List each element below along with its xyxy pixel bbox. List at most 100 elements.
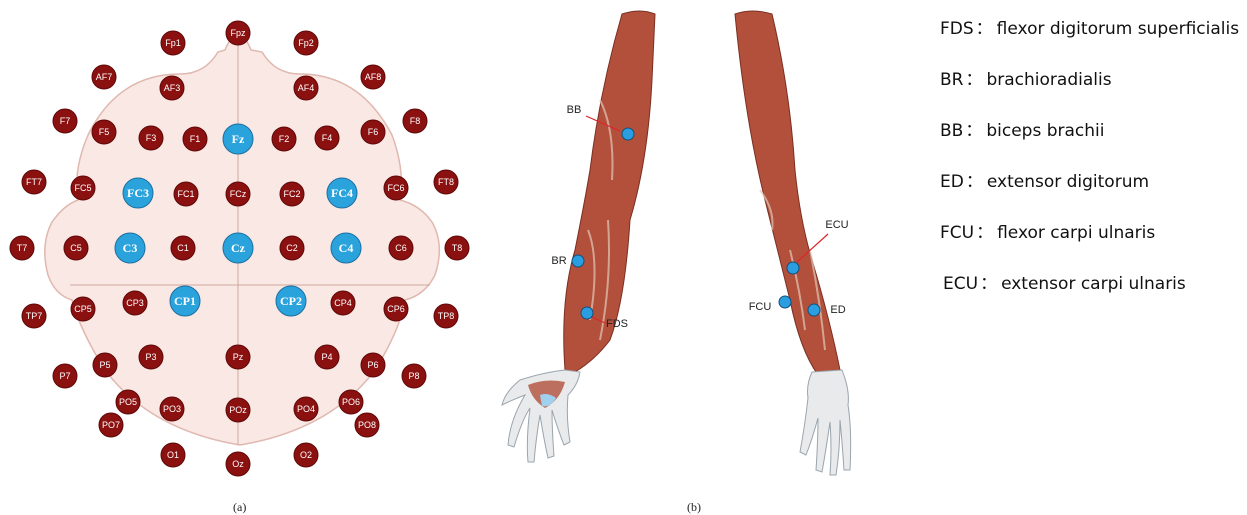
electrode-cp4: CP4 (331, 291, 355, 315)
electrode-ft7: FT7 (22, 170, 46, 194)
muscle-label: BB (567, 104, 582, 116)
electrode-label: POz (229, 405, 247, 415)
electrode-f3: F3 (139, 126, 163, 150)
electrode-label: FC6 (387, 183, 404, 193)
electrode-po7: PO7 (99, 413, 123, 437)
electrode-label: P5 (99, 360, 110, 370)
electrode-t8: T8 (445, 236, 469, 260)
legend-abbr: ED (940, 172, 964, 192)
electrode-label: AF4 (298, 83, 315, 93)
left-arm-illustration (502, 11, 655, 462)
legend-item-ed: ED：extensor digitorum (940, 167, 1245, 218)
electrode-label: AF8 (365, 72, 382, 82)
electrode-p3: P3 (139, 345, 163, 369)
muscle-label: FDS (606, 318, 628, 330)
electrode-label: O2 (300, 450, 312, 460)
electrode-c1: C1 (171, 236, 195, 260)
electrode-label: F4 (322, 133, 333, 143)
electrode-label: FC2 (283, 189, 300, 199)
electrode-label: CP4 (334, 298, 352, 308)
electrode-label: TP8 (438, 311, 455, 321)
muscle-dot (622, 128, 634, 140)
muscle-label: ED (830, 304, 845, 316)
electrode-label: PO6 (342, 397, 360, 407)
electrode-c3: C3 (115, 233, 145, 263)
electrode-c6: C6 (389, 236, 413, 260)
legend-abbr: FDS (940, 19, 974, 39)
electrode-o1: O1 (161, 443, 185, 467)
electrode-fc3: FC3 (123, 178, 153, 208)
electrode-label: TP7 (26, 311, 43, 321)
muscle-label: BR (551, 255, 566, 267)
muscle-dot (581, 307, 593, 319)
electrode-p5: P5 (93, 353, 117, 377)
muscle-dot (787, 262, 799, 274)
legend-name: extensor carpi ulnaris (1001, 274, 1186, 294)
electrode-oz: Oz (226, 452, 250, 476)
electrode-label: PO7 (102, 420, 120, 430)
electrode-f8: F8 (403, 109, 427, 133)
electrode-cp5: CP5 (71, 297, 95, 321)
electrode-fz: Fz (223, 124, 253, 154)
legend-name: flexor carpi ulnaris (997, 223, 1155, 243)
electrode-po6: PO6 (339, 390, 363, 414)
legend-separator: ： (964, 172, 987, 192)
legend-item-bb: BB：biceps brachii (940, 116, 1245, 167)
panel-label-b: (b) (687, 500, 701, 515)
electrode-label: CP2 (280, 294, 302, 308)
electrode-t7: T7 (10, 236, 34, 260)
electrode-po5: PO5 (116, 390, 140, 414)
electrode-label: CP3 (126, 298, 144, 308)
electrode-poz: POz (226, 398, 250, 422)
electrode-f4: F4 (315, 126, 339, 150)
electrode-p4: P4 (315, 345, 339, 369)
electrode-f2: F2 (272, 127, 296, 151)
electrode-label: PO4 (297, 404, 315, 414)
electrode-label: PO5 (119, 397, 137, 407)
electrode-label: T8 (452, 243, 463, 253)
electrode-fc5: FC5 (71, 176, 95, 200)
electrode-label: C6 (395, 243, 407, 253)
electrode-label: AF3 (164, 83, 181, 93)
legend-separator: ： (974, 223, 997, 243)
electrode-fc2: FC2 (280, 182, 304, 206)
electrode-label: F2 (279, 134, 290, 144)
legend-name: brachioradialis (986, 70, 1111, 90)
muscle-marker-br: BR (551, 255, 584, 267)
electrode-cp1: CP1 (170, 286, 200, 316)
electrode-po4: PO4 (294, 397, 318, 421)
muscle-marker-fcu: FCU (749, 296, 791, 313)
electrode-f1: F1 (183, 127, 207, 151)
electrode-fcz: FCz (226, 182, 250, 206)
electrode-label: F6 (368, 127, 379, 137)
electrode-label: Fz (232, 132, 245, 146)
legend-item-fcu: FCU：flexor carpi ulnaris (940, 218, 1245, 269)
legend-separator: ： (963, 70, 986, 90)
muscle-legend: FDS：flexor digitorum superficialis BR：br… (940, 14, 1245, 320)
electrode-label: FCz (230, 189, 247, 199)
electrode-cp6: CP6 (384, 297, 408, 321)
electrode-f7: F7 (53, 109, 77, 133)
electrode-label: CP6 (387, 304, 405, 314)
muscle-dot (779, 296, 791, 308)
electrode-f6: F6 (361, 120, 385, 144)
legend-separator: ： (963, 121, 986, 141)
electrode-label: PO3 (163, 404, 181, 414)
electrode-cz: Cz (223, 233, 253, 263)
electrode-label: P7 (59, 371, 70, 381)
electrode-cp2: CP2 (276, 286, 306, 316)
electrode-p8: P8 (402, 364, 426, 388)
electrode-label: C3 (123, 241, 138, 255)
electrode-label: Fp2 (298, 38, 314, 48)
electrode-label: Fp1 (165, 38, 181, 48)
electrode-label: P4 (321, 352, 332, 362)
electrode-af4: AF4 (294, 76, 318, 100)
electrode-fp2: Fp2 (294, 31, 318, 55)
electrode-label: FC4 (331, 186, 353, 200)
electrode-label: T7 (17, 243, 28, 253)
right-arm-illustration (735, 11, 851, 475)
legend-abbr: BB (940, 121, 963, 141)
electrode-label: PO8 (358, 420, 376, 430)
electrode-p6: P6 (361, 353, 385, 377)
